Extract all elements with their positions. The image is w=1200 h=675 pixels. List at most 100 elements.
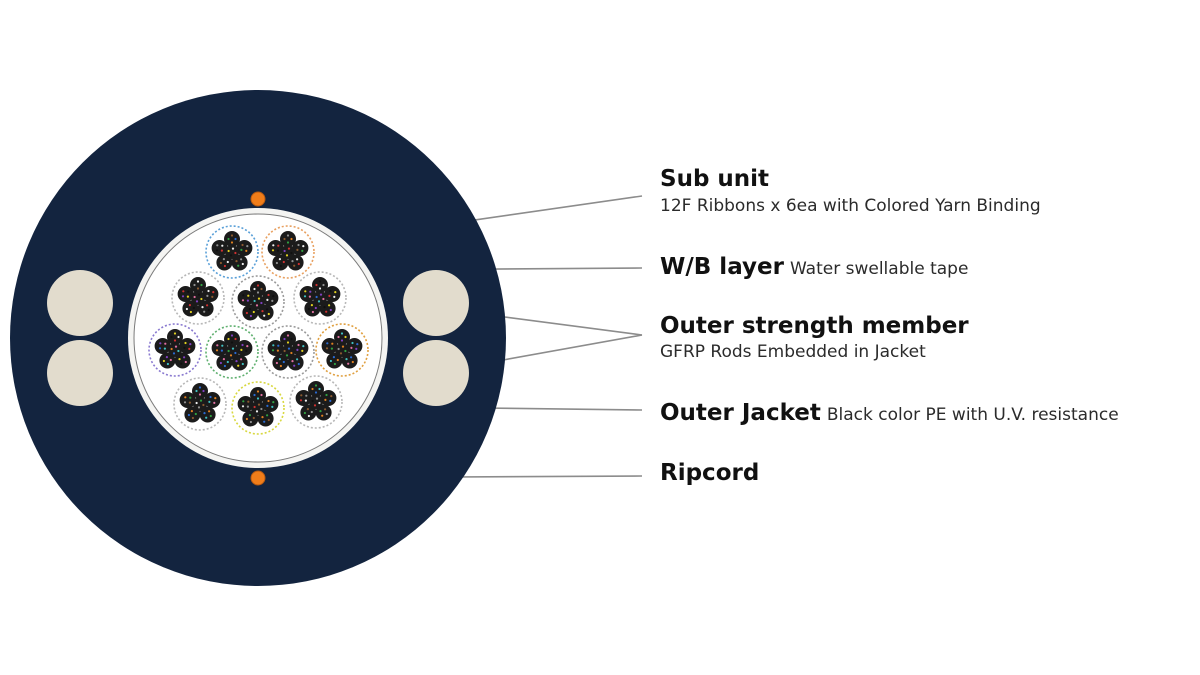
fiber-dot [248,414,251,417]
fiber-dot [241,343,244,347]
ribbon-stack [326,352,343,369]
fiber-dot [197,406,201,409]
sub-unit [205,225,259,279]
sub-unit [261,225,315,279]
fiber-dot [290,351,293,355]
fiber-dot [272,344,275,347]
ribbon-stack [262,396,279,412]
ribbon-stack [184,406,201,423]
ribbon-stack [287,254,304,271]
fiber-dot [283,237,286,241]
fiber-dot [285,354,289,357]
fiber-dot [256,284,260,287]
fiber-dot [286,241,290,244]
fiber-dot [207,308,210,312]
fiber-dot [253,393,256,397]
fiber-dot [245,249,248,252]
fiber-dot [329,359,332,363]
fiber-dot [266,308,269,311]
binding-yarn [261,325,315,379]
ribbon-stack [204,392,221,408]
fiber-dot [162,359,165,363]
fiber-dot [340,332,344,335]
fiber-dot [253,405,256,409]
callout-description: Water swellable tape [789,259,969,279]
fiber-dot [209,414,212,418]
binding-yarn [289,375,343,429]
fiber-dot [223,364,226,368]
fiber-dot [207,289,210,293]
fiber-dot [318,287,322,290]
ribbon-stack [167,329,183,345]
fiber-dot [240,348,243,351]
fiber-dot [241,362,244,366]
fiber-dot [163,347,166,350]
fiber-dot [237,264,240,267]
ribbon-stack [272,354,289,371]
fiber-dot [300,394,303,397]
ribbon-stack [309,395,323,409]
fiber-dot [183,401,187,404]
fiber-dot [315,295,318,299]
ribbon-stack [321,338,338,354]
fiber-dot [241,262,244,266]
callout-outer-strength-member: Outer strength member GFRP Rods Embedded… [660,313,969,362]
ribbon-stack [211,340,228,356]
fiber-dot [173,332,177,335]
fiber-dot [255,410,259,413]
fiber-dot [191,416,194,420]
fiber-dot [261,416,264,419]
fiber-dot [177,349,180,353]
fiber-dot [302,345,305,348]
ribbon-stack [287,354,304,371]
fiber-dot [209,395,212,399]
fiber-dot [317,300,321,303]
fiber-dot [290,237,293,241]
fiber-dot [184,396,187,399]
ribbon-stack [335,343,349,357]
callout-title: W/B layer [660,254,784,280]
fiber-dot [245,349,248,352]
fiber-dot [275,361,278,365]
fiber-dot [214,397,217,400]
fiber-dot [246,245,249,248]
ribbon-stack [197,300,214,317]
fiber-dot [276,349,279,352]
fiber-dot [330,347,333,350]
fiber-dot [241,243,244,247]
fiber-dot [230,341,234,344]
fiber-dot [347,362,350,365]
fiber-dot [213,401,216,404]
ribbon-stack [346,338,363,354]
sub-unit [148,323,202,377]
ripcords [250,191,266,486]
fiber-dot [325,393,328,397]
fiber-dot [291,260,294,263]
fiber-dot [318,387,321,391]
fiber-dot [158,347,162,350]
fiber-dot [321,414,324,417]
fiber-dot [333,295,336,298]
fiber-dot [230,234,234,237]
ribbon-stack [177,286,194,302]
fiber-dot [318,280,322,283]
fiber-dot [350,356,353,359]
fiber-dot [227,349,230,353]
fiber-dot [200,283,203,287]
fiber-dot [245,417,248,421]
fiber-dot [208,410,211,413]
fiber-dot [240,258,243,261]
fiber-dot [296,248,299,251]
ribbon-stack [334,329,350,345]
fiber-dot [215,349,219,352]
fiber-dot [198,393,202,396]
fiber-dot [333,362,336,366]
gfrp-rod-right-upper [403,270,469,336]
fiber-dot [195,401,198,405]
ribbon-stack [192,383,208,399]
fiber-dot [252,310,255,314]
ribbon-stack [308,381,324,397]
fiber-dot [283,337,286,341]
fiber-dot [329,289,332,293]
ribbon-stack [179,392,196,408]
